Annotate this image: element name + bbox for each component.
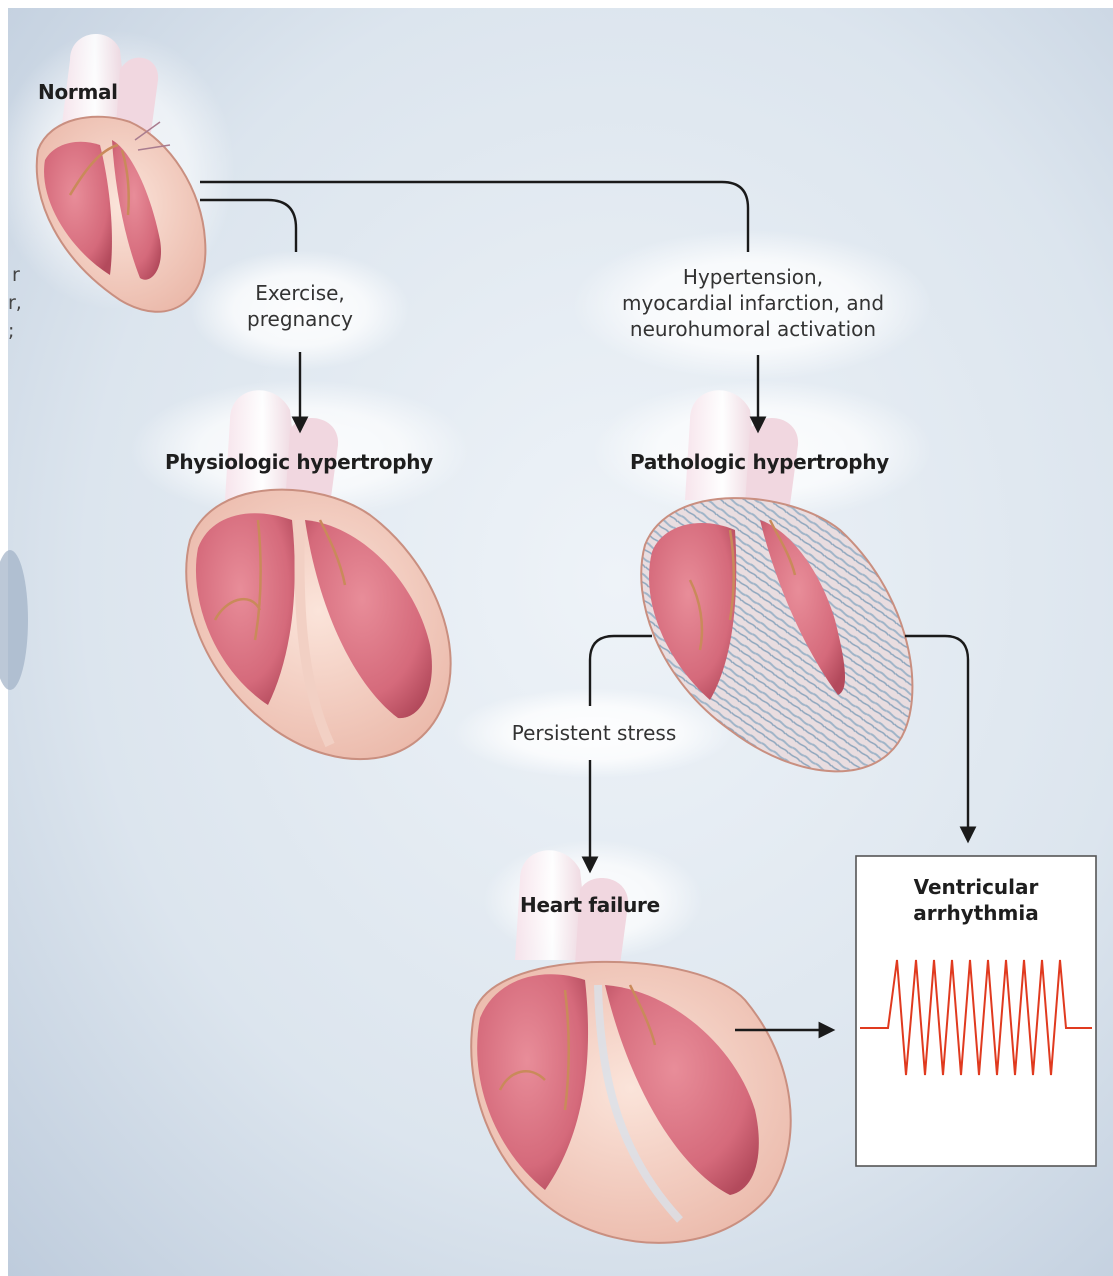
- label-normal: Normal: [38, 80, 118, 104]
- label-ventricular-arrhythmia-line2: arrhythmia: [858, 900, 1094, 926]
- trigger-pathologic-line2: myocardial infarction, and: [592, 290, 914, 316]
- cut-text-2: r,: [8, 290, 22, 316]
- trigger-physiologic: Exercise, pregnancy: [222, 280, 378, 332]
- trigger-physiologic-line1: Exercise,: [222, 280, 378, 306]
- trigger-failure: Persistent stress: [490, 720, 698, 746]
- trigger-pathologic-line3: neurohumoral activation: [592, 316, 914, 342]
- label-pathologic-hypertrophy: Pathologic hypertrophy: [630, 450, 889, 474]
- label-physiologic-hypertrophy: Physiologic hypertrophy: [165, 450, 433, 474]
- cut-text-3: ;: [8, 318, 14, 344]
- trigger-physiologic-line2: pregnancy: [222, 306, 378, 332]
- cut-text-1: r: [12, 262, 20, 288]
- label-ventricular-arrhythmia: Ventricular arrhythmia: [858, 874, 1094, 926]
- trigger-pathologic: Hypertension, myocardial infarction, and…: [592, 264, 914, 342]
- label-heart-failure: Heart failure: [520, 893, 660, 917]
- label-ventricular-arrhythmia-line1: Ventricular: [858, 874, 1094, 900]
- trigger-pathologic-line1: Hypertension,: [592, 264, 914, 290]
